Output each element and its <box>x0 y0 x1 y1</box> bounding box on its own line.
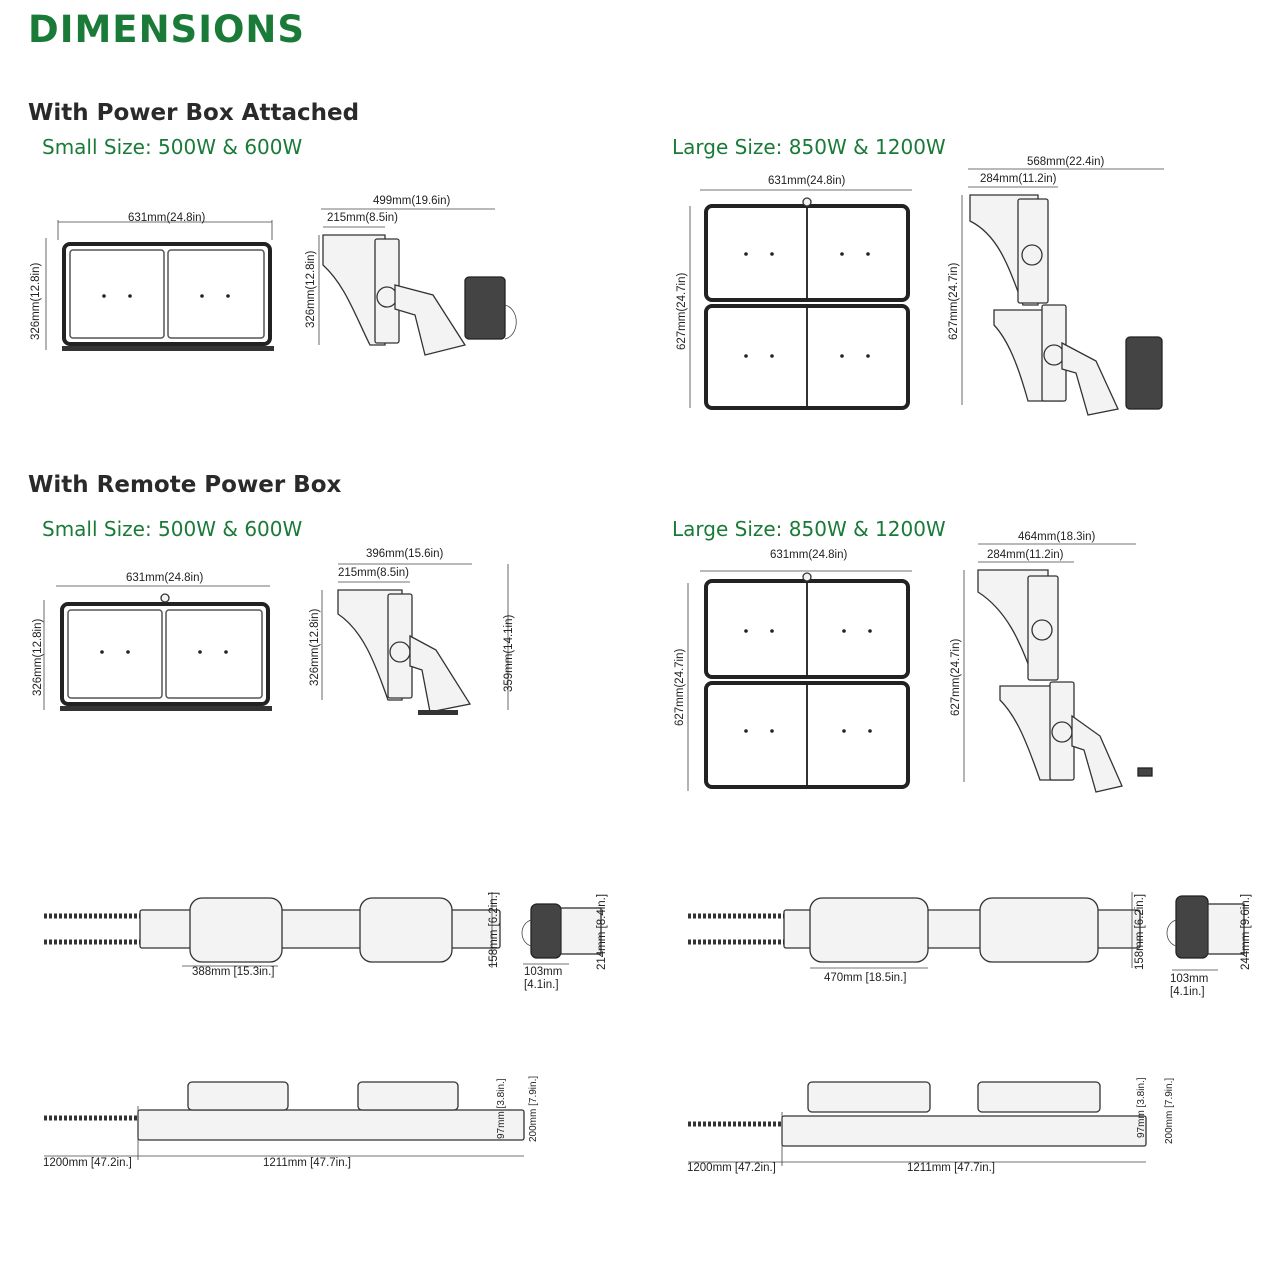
drawing-powerbox-large-end <box>1166 895 1245 971</box>
subtitle-attached-small: Small Size: 500W & 600W <box>42 135 303 159</box>
dim-remote-small-side-depth: 215mm(8.5in) <box>338 567 409 579</box>
subtitle-remote-small: Small Size: 500W & 600W <box>42 517 303 541</box>
dim-powerbox-small-end-height: 214mm [8.4in.] <box>596 893 608 970</box>
dim-remote-large-side-depth: 284mm(11.2in) <box>987 549 1064 561</box>
drawing-powerbox-small-end <box>521 903 602 965</box>
dim-powerbox-large-end-width-in: [4.1in.] <box>1170 986 1205 998</box>
subtitle-remote-large: Large Size: 850W & 1200W <box>672 517 946 541</box>
drawing-attached-large-front <box>689 189 912 410</box>
drawing-attached-small-front <box>45 220 274 351</box>
drawing-attached-small-side <box>318 208 517 356</box>
drawing-powerbox-small-side <box>44 1081 525 1160</box>
drawing-remote-small-front <box>43 585 272 711</box>
dim-attached-small-side-height: 326mm(12.8in) <box>305 250 317 328</box>
dim-attached-small-front-height: 326mm(12.8in) <box>30 262 42 340</box>
drawing-remote-large-front <box>687 570 912 791</box>
drawing-powerbox-large-side <box>688 1081 1147 1166</box>
dim-remote-small-front-height: 326mm(12.8in) <box>32 618 44 696</box>
dim-remote-small-front-width: 631mm(24.8in) <box>126 572 204 584</box>
dim-attached-small-side-depth: 215mm(8.5in) <box>327 212 398 224</box>
dim-attached-large-side-height: 627mm(24.7in) <box>948 262 960 340</box>
dim-powerbox-small-side-total-height: 200mm [7.9in.] <box>528 1075 539 1142</box>
dim-powerbox-large-side-total-height: 200mm [7.9in.] <box>1164 1077 1175 1144</box>
dim-powerbox-small-top-spacing: 388mm [15.3in.] <box>192 966 275 978</box>
dim-remote-large-front-width: 631mm(24.8in) <box>770 549 848 561</box>
dim-attached-small-side-total: 499mm(19.6in) <box>373 195 451 207</box>
dim-powerbox-small-end-width-in: [4.1in.] <box>524 979 559 991</box>
dim-remote-large-side-height: 627mm(24.7in) <box>950 638 962 716</box>
dim-powerbox-small-box-length: 1211mm [47.7in.] <box>263 1157 352 1169</box>
dim-remote-small-side-height: 326mm(12.8in) <box>309 608 321 686</box>
subtitle-attached-large: Large Size: 850W & 1200W <box>672 135 946 159</box>
dim-remote-small-side-bracket-height: 359mm(14.1in) <box>503 614 515 692</box>
dim-attached-large-front-height: 627mm(24.7in) <box>676 272 688 350</box>
dim-attached-large-side-total: 568mm(22.4in) <box>1027 156 1105 168</box>
section-heading-remote: With Remote Power Box <box>28 472 342 498</box>
dim-powerbox-large-end-width: 103mm <box>1170 973 1209 985</box>
section-heading-attached: With Power Box Attached <box>28 100 360 126</box>
dim-attached-small-front-width: 631mm(24.8in) <box>128 212 206 224</box>
dim-powerbox-small-end-width: 103mm <box>524 966 563 978</box>
page-title: DIMENSIONS <box>28 8 306 51</box>
dim-remote-small-side-total: 396mm(15.6in) <box>366 548 444 560</box>
dim-powerbox-large-top-spacing: 470mm [18.5in.] <box>824 972 907 984</box>
drawing-powerbox-small-top <box>44 892 501 968</box>
dim-powerbox-large-box-length: 1211mm [47.7in.] <box>907 1162 996 1174</box>
dim-powerbox-small-cable-length: 1200mm [47.2in.] <box>43 1157 132 1169</box>
dim-powerbox-large-cable-length: 1200mm [47.2in.] <box>687 1162 776 1174</box>
dim-powerbox-large-end-height: 244mm [9.6in.] <box>1240 893 1252 970</box>
dim-attached-large-front-width: 631mm(24.8in) <box>768 175 846 187</box>
drawing-remote-small-side <box>321 563 509 715</box>
dim-powerbox-large-side-height: 97mm [3.8in.] <box>1136 1077 1147 1138</box>
dim-attached-large-side-depth: 284mm(11.2in) <box>980 173 1057 185</box>
drawing-attached-large-side <box>961 168 1164 416</box>
dim-remote-large-front-height: 627mm(24.7in) <box>674 648 686 726</box>
dim-remote-large-side-total: 464mm(18.3in) <box>1018 531 1096 543</box>
drawing-powerbox-large-top <box>688 892 1141 969</box>
dim-powerbox-large-top-height: 158mm [6.2in.] <box>1134 893 1146 970</box>
drawing-remote-large-side <box>963 543 1153 793</box>
dim-powerbox-small-side-height: 97mm [3.8in.] <box>496 1078 507 1139</box>
dim-powerbox-small-top-height: 158mm [6.2in.] <box>488 891 500 968</box>
